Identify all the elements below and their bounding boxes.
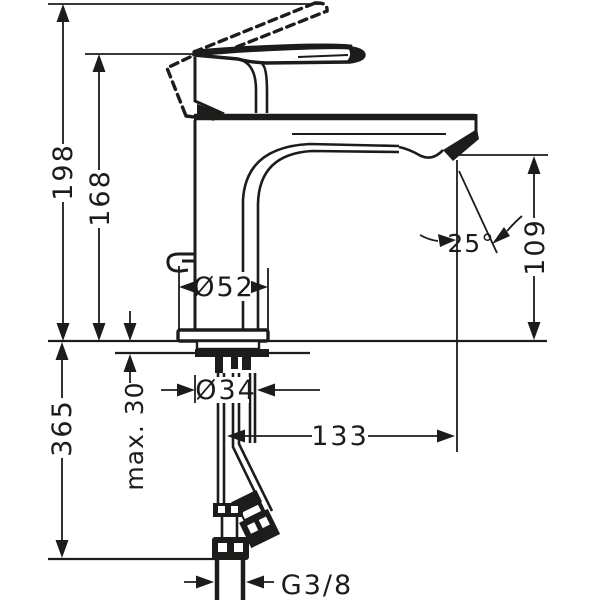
straight-connector-stack [212, 503, 249, 600]
dim-max-mounting-thickness: max. 30 [120, 311, 149, 491]
handle-top-edge [193, 43, 353, 55]
arrow-left-o52 [179, 280, 197, 294]
dim-below-deck: 365 [47, 342, 78, 558]
arrow-left-o34 [257, 383, 275, 397]
dim-label-stream-angle: 25° [447, 229, 494, 258]
dim-o52-extension-lines [178, 266, 269, 330]
arrow-down-168 [92, 323, 106, 341]
angle-arrow-tail-left [419, 234, 439, 242]
nut-slot-1 [218, 543, 227, 552]
mounting-tab-1 [215, 357, 223, 373]
label-mask-o52 [197, 272, 251, 301]
handle-tip [346, 48, 364, 62]
base-and-mounting [176, 328, 270, 373]
arrow-down-109 [527, 322, 541, 340]
spout-chin [398, 145, 444, 159]
handle-neck-outer [236, 57, 258, 113]
mounting-collar [195, 339, 261, 351]
stream-direction-line [458, 170, 498, 254]
dim-shank-diameter: Ø34 [161, 375, 320, 406]
handle-raised-lower-edge [222, 9, 329, 54]
fitting-slot-1 [218, 506, 225, 513]
arrow-up-365 [55, 342, 69, 360]
handle-tilted-outline [164, 55, 192, 118]
handle-raised-dashed [192, 1, 329, 54]
angled-connector-slot-2 [258, 516, 270, 529]
label-mask-o34 [198, 377, 249, 403]
reference-lines [48, 3, 548, 561]
dim-connection-thread: G3/8 [184, 570, 353, 600]
mounting-plate [195, 349, 269, 357]
dimension-annotations: 198 168 365 max. 30 [47, 4, 551, 600]
label-mask-133 [314, 423, 366, 449]
base-flange [176, 328, 270, 343]
arrow-left-g38 [246, 575, 264, 589]
dim-label-outlet-height: 109 [520, 218, 551, 276]
dim-label-shank-diameter: Ø34 [195, 375, 257, 406]
angled-hose-connector [231, 489, 281, 549]
dim-label-base-diameter: Ø52 [193, 272, 255, 303]
dim-stream-angle: 25° [419, 170, 523, 258]
body-cap-shadow-wedge [197, 104, 224, 114]
faucet-spout [193, 113, 479, 331]
dim-overall-height: 198 [48, 4, 79, 341]
mounting-tab-2 [231, 357, 238, 369]
handle-raised-tip [313, 1, 329, 13]
angle-arrow-tail-right [506, 215, 523, 232]
arrow-up-109 [527, 156, 541, 174]
dim-label-overall-height: 198 [48, 143, 79, 201]
popup-rod-hook [166, 252, 195, 273]
angle-arrow-right [492, 227, 510, 244]
mounting-tab-3 [242, 357, 251, 370]
arrow-down-198 [56, 323, 70, 341]
dim-spout-reach: 133 [227, 421, 455, 452]
fitting-block [213, 503, 243, 517]
aerator-face [443, 129, 479, 161]
arrow-up-max30 [123, 354, 137, 372]
angled-connector-slot-1 [247, 522, 259, 534]
dim-label-handle-height: 168 [85, 169, 116, 227]
faucet-handle-lever [192, 43, 366, 65]
arrow-left-133 [227, 429, 245, 443]
arrow-down-365 [55, 540, 69, 558]
faucet [164, 1, 479, 600]
arrow-right-g38 [196, 575, 214, 589]
handle-highlight [297, 54, 349, 58]
dim-label-spout-reach: 133 [311, 421, 369, 452]
angled-connector-body [239, 508, 281, 549]
dim-label-below-deck: 365 [47, 399, 78, 457]
spout-underside-inner [256, 149, 400, 331]
faucet-body-cap [193, 57, 269, 116]
arrow-up-168 [92, 54, 106, 72]
connection-nut [212, 537, 249, 560]
supply-hoses [212, 373, 281, 600]
fitting-slot-2 [231, 506, 238, 513]
dim-handle-height: 168 [85, 54, 116, 341]
dim-label-max-thickness: max. 30 [120, 381, 149, 490]
hook-outline [166, 252, 195, 273]
handle-raised-upper-edge [192, 1, 317, 54]
arrow-right-o52 [250, 280, 268, 294]
arrow-right-o34 [177, 383, 195, 397]
handle-neck-inner [261, 62, 269, 113]
dim-label-connection-thread: G3/8 [281, 570, 353, 600]
arrow-down-max30 [123, 323, 137, 341]
body-cap-left-edge [193, 57, 225, 116]
dim-base-diameter: Ø52 [178, 266, 269, 330]
dim-outlet-height: 109 [520, 156, 551, 340]
nut-slot-2 [234, 543, 243, 552]
arrow-up-198 [56, 4, 70, 22]
angle-arrow-left [438, 234, 456, 247]
spout-underside-outer [241, 142, 400, 331]
arrow-right-133 [437, 429, 455, 443]
